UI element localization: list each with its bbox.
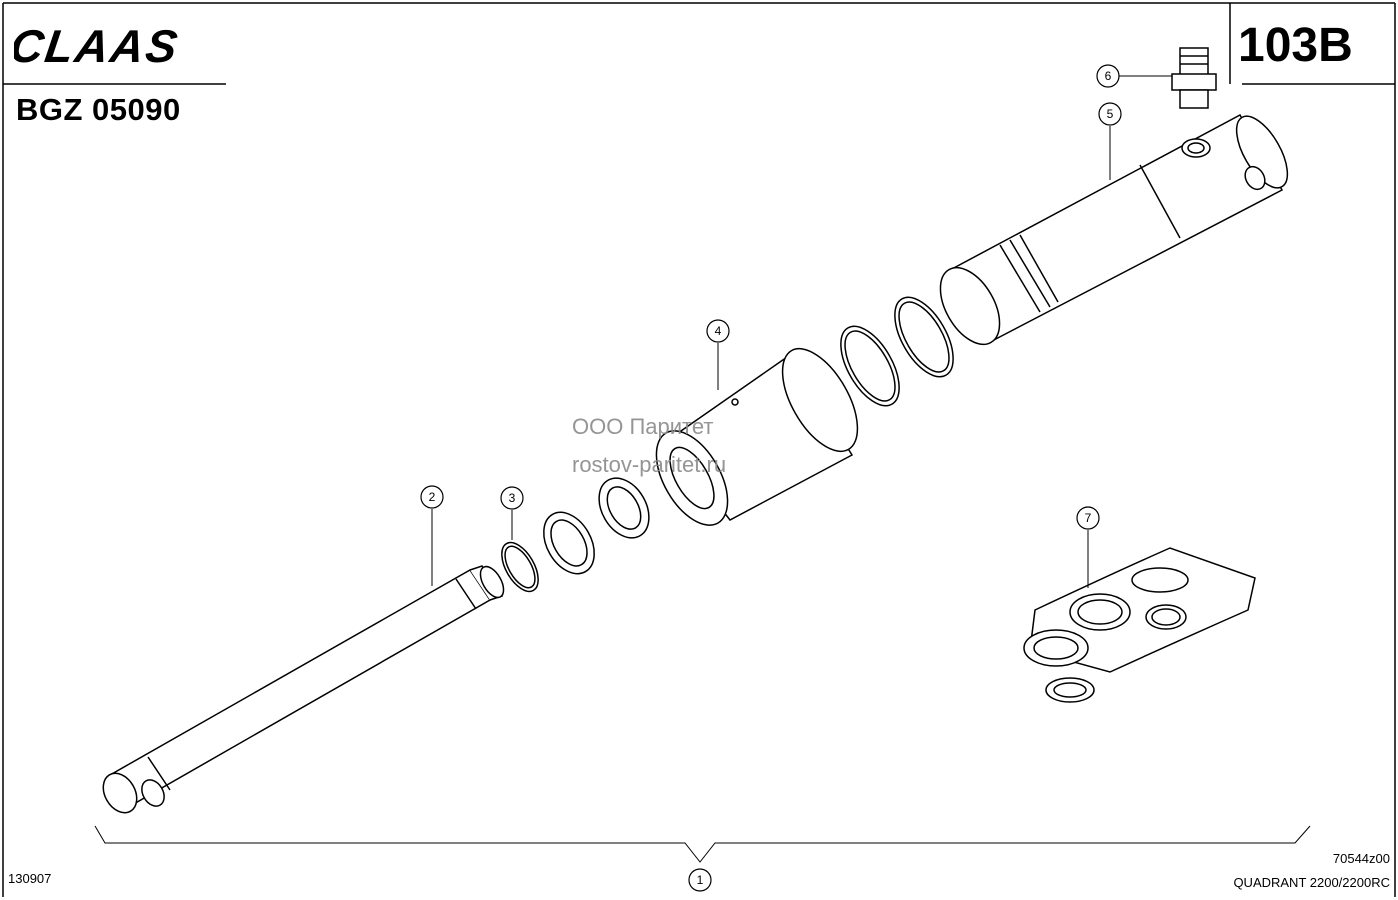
callout-label-3: 3 xyxy=(508,491,516,505)
model-name: QUADRANT 2200/2200RC xyxy=(1233,875,1390,890)
seal-kit xyxy=(1023,547,1256,703)
watermark-company: ООО Паритет xyxy=(572,414,714,439)
page-number: 103B xyxy=(1238,19,1353,72)
callout-circles xyxy=(420,64,1122,892)
document-id: BGZ 05090 xyxy=(16,92,181,127)
leader-lines xyxy=(94,75,1311,863)
callout-label-7: 7 xyxy=(1084,511,1092,525)
callout-label-2: 2 xyxy=(428,490,436,504)
guide-bush xyxy=(655,347,859,526)
watermark-url: rostov-paritet.ru xyxy=(572,452,727,477)
drawing-number: 70544z00 xyxy=(1332,851,1390,866)
callout-label-5: 5 xyxy=(1106,107,1114,121)
callout-label-1: 1 xyxy=(696,873,704,887)
cylinder-barrel xyxy=(939,113,1289,346)
claas-logo: CLAAS xyxy=(14,20,182,72)
o-rings xyxy=(840,296,954,407)
svg-text:CLAAS: CLAAS xyxy=(14,20,182,72)
callout-label-4: 4 xyxy=(714,324,722,338)
date-code: 130907 xyxy=(8,871,52,886)
piston-rod xyxy=(102,565,505,814)
seal-rings xyxy=(543,477,650,575)
hydraulic-fitting xyxy=(1171,47,1217,109)
callout-label-6: 6 xyxy=(1104,69,1112,83)
snap-ring xyxy=(501,541,539,593)
